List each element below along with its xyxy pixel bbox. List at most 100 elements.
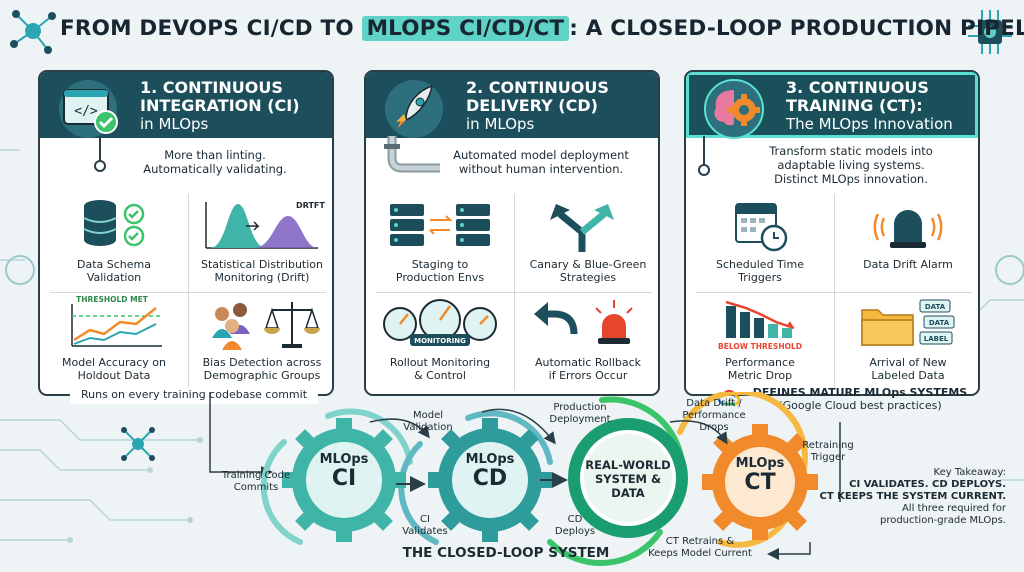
drift-tag: DRTFT <box>296 201 325 210</box>
panel-ci-desc: More than linting.Automatically validati… <box>143 148 287 176</box>
panel-cd: 2. CONTINUOUS DELIVERY (CD) in MLOps Aut… <box>364 70 660 396</box>
data-tag: DATA <box>925 303 946 311</box>
gauges-icon: MONITORING <box>383 299 497 346</box>
gear-ct-label: MLOps CT <box>735 456 785 495</box>
gear-cd-label: MLOps CD <box>465 452 515 491</box>
servers-swap-icon <box>390 204 490 246</box>
folder-labels-icon: DATA DATA LABEL <box>861 299 955 346</box>
code-window-check-icon: </> <box>59 80 118 138</box>
flow-arrow <box>669 420 728 445</box>
ci-arc <box>260 439 303 545</box>
key-takeaway: Key Takeaway: CI VALIDATES. CD DEPLOYS. … <box>819 467 1006 526</box>
gear-ct <box>702 424 818 540</box>
network-nodes-icon <box>10 10 56 54</box>
calendar-clock-icon <box>735 203 788 252</box>
scales-people-icon <box>212 302 320 350</box>
panel-ci-header: </> 1. CONTINUOUS INTEGRATION (CI) in ML… <box>40 72 332 138</box>
label-tag: LABEL <box>924 335 949 343</box>
divider <box>50 292 326 293</box>
data-tag: DATA <box>929 319 950 327</box>
distribution-drift-icon: DRTFT <box>205 201 325 249</box>
rollback-siren-icon <box>534 300 633 344</box>
label-ct-retrains: CT Retrains &Keeps Model Current <box>648 536 752 559</box>
panel-cd-header: 2. CONTINUOUS DELIVERY (CD) in MLOps <box>366 72 658 138</box>
panel-ct-title: 3. CONTINUOUS TRAINING (CT): The MLOps I… <box>786 78 953 134</box>
metric-drop-icon: BELOW THRESHOLD <box>718 300 802 351</box>
page-title: FROM DEVOPS CI/CD TO MLOPS CI/CD/CT: A C… <box>60 16 1024 41</box>
ct-arc <box>677 392 808 485</box>
divider <box>376 292 652 293</box>
gear-ci <box>282 418 406 542</box>
alarm-light-icon <box>873 210 943 248</box>
pipe-icon <box>384 136 440 173</box>
cd-arc <box>465 410 553 465</box>
accuracy-chart-icon: THRESHOLD MET <box>71 295 162 347</box>
gear-cd <box>428 418 552 542</box>
chip-circuit-icon <box>968 10 1012 54</box>
divider <box>696 292 972 293</box>
item-rollout-monitoring: MONITORING Rollout Monitoring& Control <box>370 294 510 382</box>
connector-line <box>209 392 273 478</box>
flow-arrow <box>369 418 430 439</box>
cd-arc <box>398 441 439 545</box>
connector-node <box>94 136 106 172</box>
gear-ci-label: MLOps CI <box>319 452 369 491</box>
database-check-icon <box>83 200 145 247</box>
split-arrows-icon <box>550 204 614 252</box>
below-threshold-tag: BELOW THRESHOLD <box>718 342 802 351</box>
rocket-icon <box>385 80 443 138</box>
connector-line <box>767 542 811 560</box>
svg-text:</>: </> <box>74 104 98 119</box>
connector-node <box>698 136 710 176</box>
title-highlight: MLOPS CI/CD/CT <box>361 16 570 41</box>
flow-arrow <box>481 408 556 445</box>
loop-title: THE CLOSED-LOOP SYSTEM <box>402 545 610 561</box>
item-label: Data Drift Alarm <box>863 258 953 271</box>
panel-cd-title: 2. CONTINUOUS DELIVERY (CD) in MLOps <box>466 78 609 134</box>
panel-ct-header: 3. CONTINUOUS TRAINING (CT): The MLOps I… <box>686 72 978 139</box>
gear-real-world-label: REAL-WORLD SYSTEM & DATA <box>585 458 671 500</box>
ct-footer: DEFINES MATURE MLOps SYSTEMS (Google Clo… <box>752 386 968 412</box>
rw-arc <box>547 529 663 566</box>
closed-loop-diagram <box>209 392 841 566</box>
item-label: Rollout Monitoring& Control <box>389 356 491 382</box>
threshold-tag: THRESHOLD MET <box>76 295 149 304</box>
gear-real-world <box>568 418 688 538</box>
monitoring-tag: MONITORING <box>414 337 466 345</box>
panel-ci-footer: Runs on every training codebase commit <box>70 388 318 404</box>
network-nodes-icon <box>121 427 155 461</box>
panel-ci-title: 1. CONTINUOUS INTEGRATION (CI) in MLOps <box>140 78 300 134</box>
panel-ct: 3. CONTINUOUS TRAINING (CT): The MLOps I… <box>684 70 980 396</box>
brain-gear-icon <box>704 79 764 139</box>
